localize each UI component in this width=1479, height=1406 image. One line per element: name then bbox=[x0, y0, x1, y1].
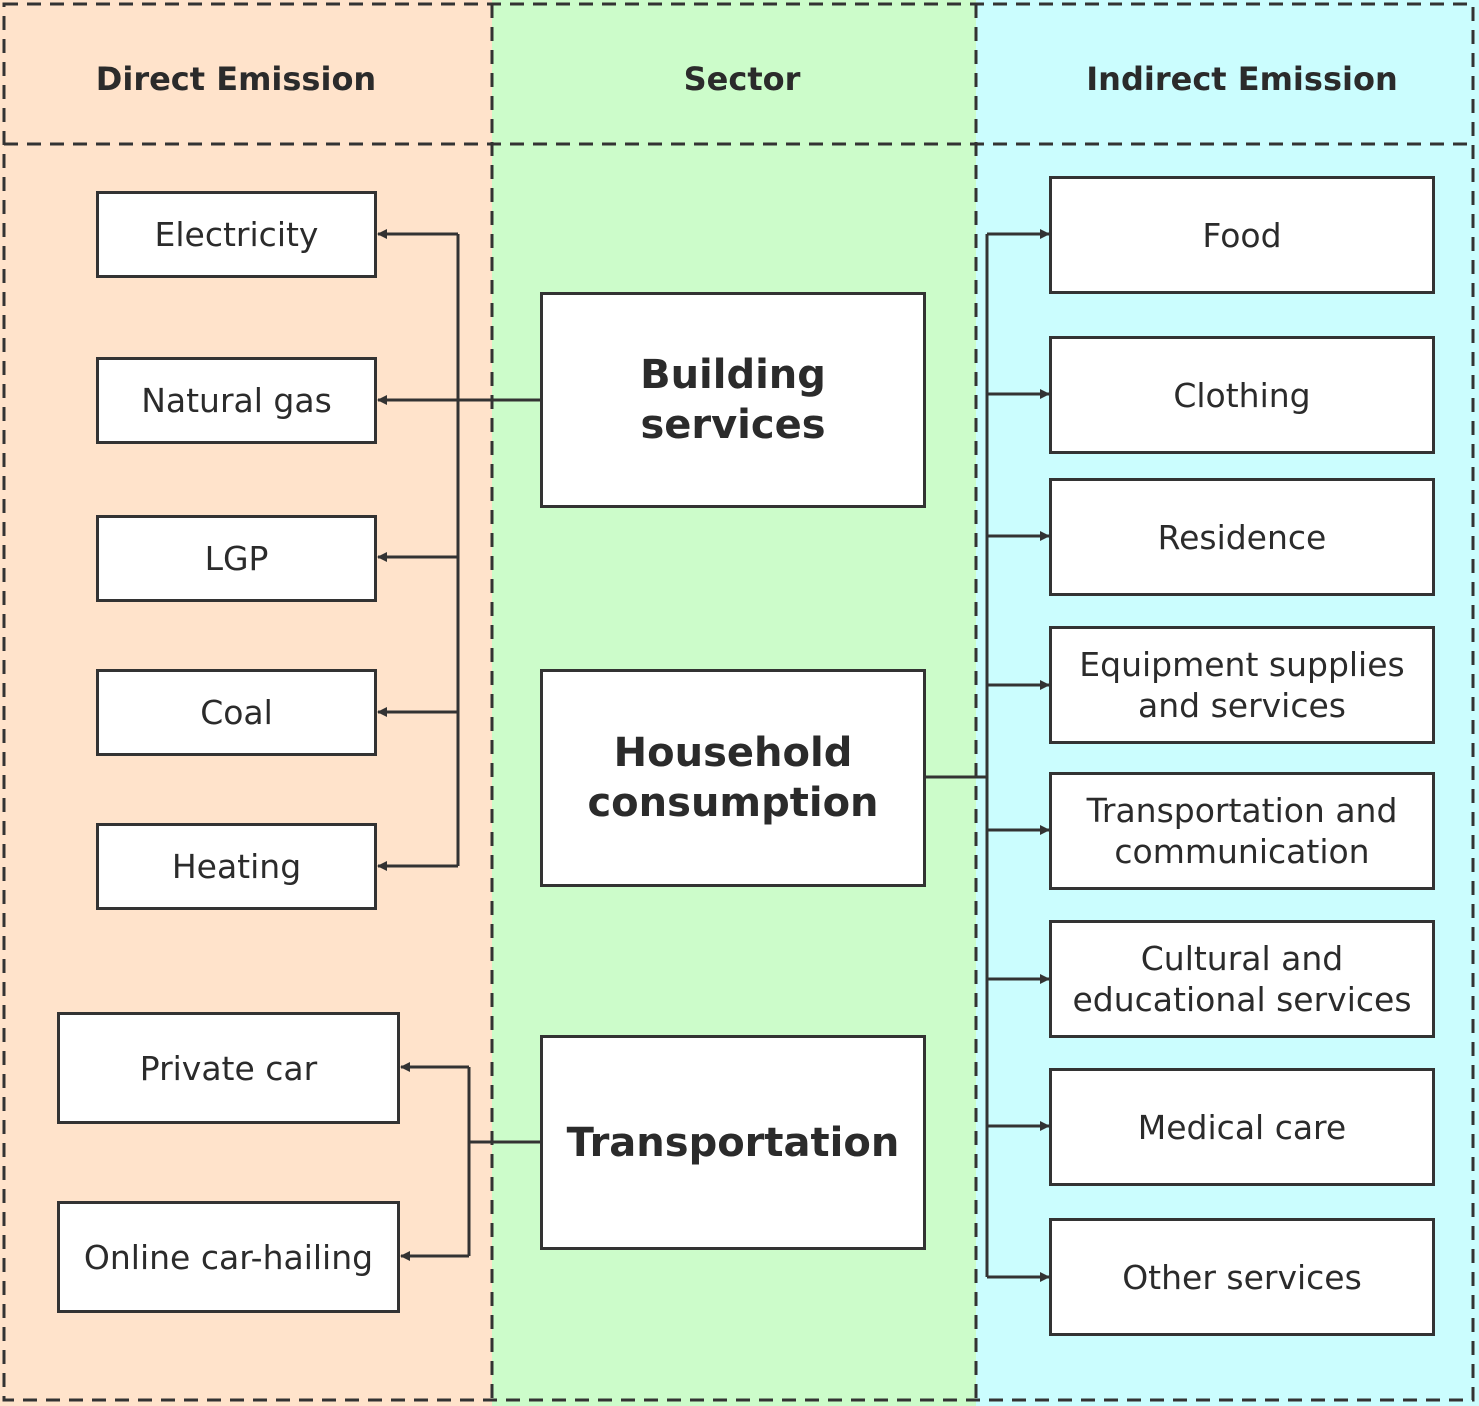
indirect-item-equipment: Equipment supplies and services bbox=[1049, 626, 1435, 744]
indirect-item-clothing: Clothing bbox=[1049, 336, 1435, 454]
header-indirect-emission: Indirect Emission bbox=[1086, 60, 1398, 98]
direct-item-coal: Coal bbox=[96, 669, 377, 756]
indirect-item-other-services: Other services bbox=[1049, 1218, 1435, 1336]
transport-connectors bbox=[400, 1062, 542, 1261]
sector-transportation: Transportation bbox=[540, 1035, 926, 1250]
transport-item-private-car: Private car bbox=[57, 1012, 400, 1124]
header-sector: Sector bbox=[683, 60, 801, 98]
direct-item-natural-gas: Natural gas bbox=[96, 357, 377, 444]
indirect-item-residence: Residence bbox=[1049, 478, 1435, 596]
sector-household-consumption: Household consumption bbox=[540, 669, 926, 887]
direct-item-electricity: Electricity bbox=[96, 191, 377, 278]
sector-building-services: Building services bbox=[540, 292, 926, 508]
indirect-item-medical-care: Medical care bbox=[1049, 1068, 1435, 1186]
direct-item-lgp: LGP bbox=[96, 515, 377, 602]
transport-item-online-car-hailing: Online car-hailing bbox=[57, 1201, 400, 1313]
indirect-item-food: Food bbox=[1049, 176, 1435, 294]
direct-item-heating: Heating bbox=[96, 823, 377, 910]
building-connectors bbox=[377, 229, 542, 871]
indirect-item-transportation-communication: Transportation and communication bbox=[1049, 772, 1435, 890]
household-connectors bbox=[924, 229, 1050, 1282]
header-direct-emission: Direct Emission bbox=[95, 60, 377, 98]
indirect-item-cultural-educational: Cultural and educational services bbox=[1049, 920, 1435, 1038]
